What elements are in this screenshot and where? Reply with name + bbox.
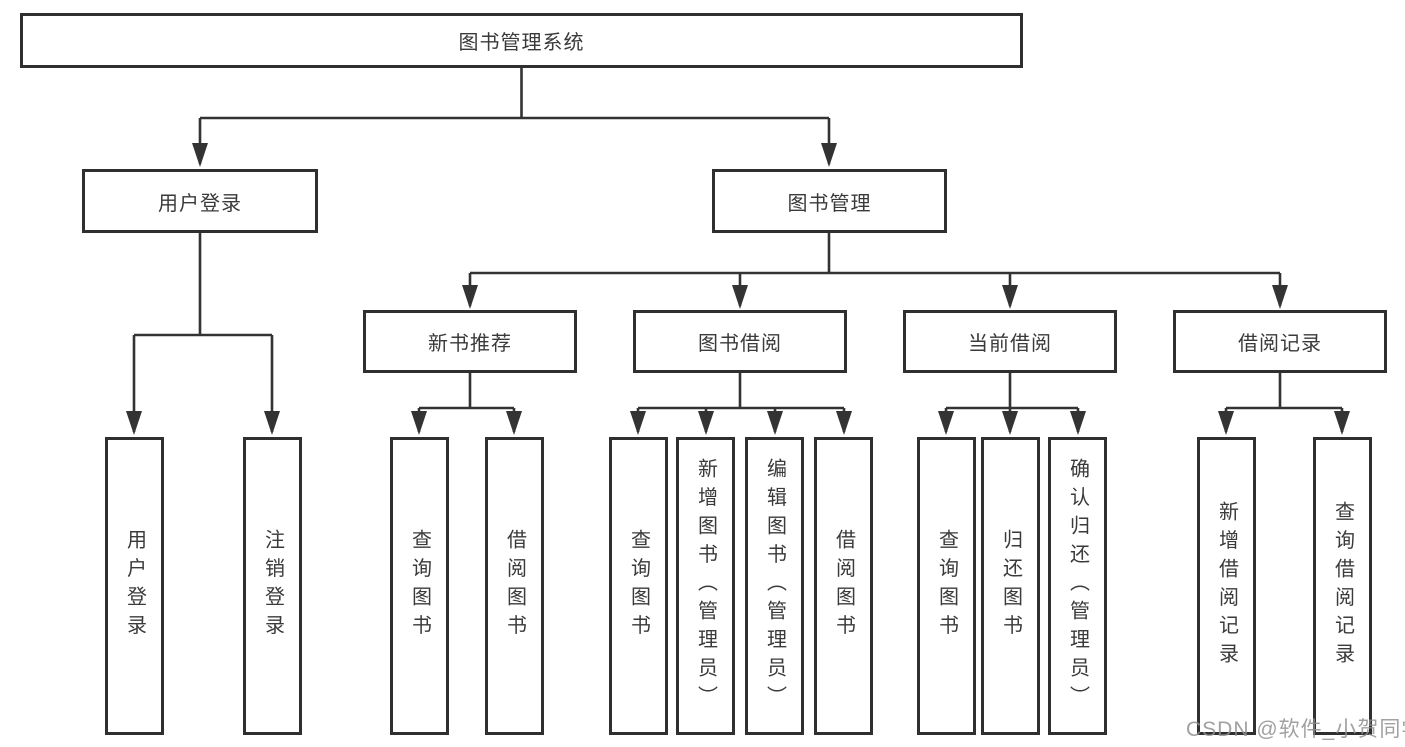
node-user-login: 用户登录 [82,169,318,233]
node-label: 编辑图书（管理员） [763,458,786,714]
node-label: 归还图书 [999,529,1022,643]
node-new-book-recommendation: 新书推荐 [363,310,577,373]
leaf-query-books-recommend: 查询图书 [390,437,449,735]
node-label: 借阅图书 [503,529,526,643]
node-label: 新增图书（管理员） [694,458,717,714]
node-label: 用户登录 [158,192,242,215]
node-label: 确认归还（管理员） [1066,458,1089,714]
node-label: 用户登录 [123,529,146,643]
node-book-management: 图书管理 [712,169,947,233]
node-label: 新增借阅记录 [1215,500,1238,672]
leaf-query-books-borrowing: 查询图书 [609,437,668,735]
node-label: 注销登录 [261,529,284,643]
csdn-watermark: CSDN @软件_小贺同学 [1186,718,1405,741]
node-label: 当前借阅 [968,333,1052,355]
leaf-query-borrow-record: 查询借阅记录 [1313,437,1372,735]
leaf-logout: 注销登录 [243,437,302,735]
node-label: 借阅记录 [1238,333,1322,355]
node-label: 图书管理系统 [458,32,585,54]
node-borrowing-records: 借阅记录 [1173,310,1387,373]
leaf-query-books-current: 查询图书 [917,437,976,735]
leaf-return-books: 归还图书 [981,437,1040,735]
leaf-edit-books-admin: 编辑图书（管理员） [745,437,804,735]
leaf-borrow-books-recommend: 借阅图书 [485,437,544,735]
node-current-borrowing: 当前借阅 [903,310,1117,373]
leaf-confirm-return-admin: 确认归还（管理员） [1048,437,1107,735]
node-label: 查询图书 [935,529,958,643]
node-library-management-system: 图书管理系统 [20,13,1023,68]
leaf-add-borrow-record: 新增借阅记录 [1197,437,1256,735]
node-label: 新书推荐 [428,333,512,355]
node-label: 查询借阅记录 [1331,500,1354,672]
leaf-borrow-books-borrowing: 借阅图书 [814,437,873,735]
node-label: 查询图书 [408,529,431,643]
node-label: 图书借阅 [698,333,782,355]
leaf-add-books-admin: 新增图书（管理员） [676,437,735,735]
node-label: 图书管理 [787,192,872,215]
leaf-user-login: 用户登录 [105,437,164,735]
node-label: 查询图书 [627,529,650,643]
node-book-borrowing: 图书借阅 [633,310,847,373]
node-label: 借阅图书 [832,529,855,643]
